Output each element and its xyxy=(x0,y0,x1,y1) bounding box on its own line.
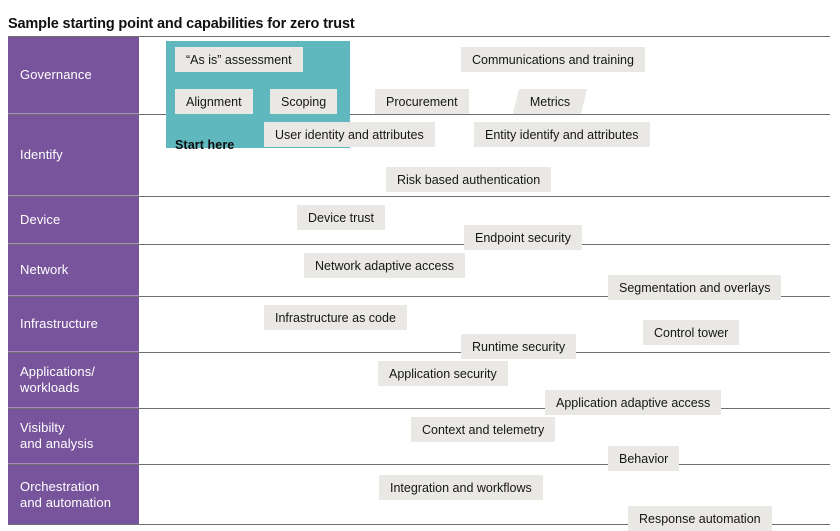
row-label-infrastructure: Infrastructure xyxy=(8,297,139,352)
capability-chip[interactable]: Integration and workflows xyxy=(379,475,543,500)
capability-chip-label: Risk based authentication xyxy=(397,172,541,187)
capability-chip[interactable]: Risk based authentication xyxy=(386,167,552,192)
capability-chip-label: Alignment xyxy=(186,94,242,109)
capability-chip[interactable]: Response automation xyxy=(628,506,772,531)
row-capabilities-track: User identity and attributes Entity ident… xyxy=(139,115,830,196)
capability-chip[interactable]: Endpoint security xyxy=(464,225,582,250)
capability-chip-label: Metrics xyxy=(530,94,571,109)
capability-chip[interactable]: “As is” assessment xyxy=(175,47,303,72)
capability-chip-label: Endpoint security xyxy=(475,230,571,245)
capability-chip[interactable]: User identity and attributes xyxy=(264,122,435,147)
row-label-orchestration-and-automation: Orchestration and automation xyxy=(8,465,139,524)
capability-chip[interactable]: Network adaptive access xyxy=(304,253,465,278)
capability-chip[interactable]: Application security xyxy=(378,361,508,386)
capability-chip-label: User identity and attributes xyxy=(275,127,424,142)
matrix-row: Identify User identity and attributes Enti… xyxy=(8,115,830,197)
capability-chip-label: Context and telemetry xyxy=(422,422,545,437)
capability-chip-label: Application adaptive access xyxy=(556,395,711,410)
capability-chip[interactable]: Application adaptive access xyxy=(545,390,722,415)
capability-chip[interactable]: Runtime security xyxy=(461,334,577,359)
capability-chip[interactable]: Behavior xyxy=(608,446,680,471)
capability-chip[interactable]: Entity identify and attributes xyxy=(474,122,650,147)
capability-chip[interactable]: Device trust xyxy=(297,205,385,230)
row-label-governance: Governance xyxy=(8,37,139,114)
capability-chip[interactable]: Context and telemetry xyxy=(411,417,556,442)
start-here-label: Start here xyxy=(175,138,235,152)
capability-chip-label: Integration and workflows xyxy=(390,480,532,495)
capability-chip[interactable]: Procurement xyxy=(375,89,469,114)
capability-chip[interactable]: Alignment xyxy=(175,89,253,114)
capability-chip-label: Entity identify and attributes xyxy=(485,127,639,142)
capability-chip-label: Procurement xyxy=(386,94,458,109)
capability-chip-label: Behavior xyxy=(619,451,669,466)
row-label-applications-workloads: Applications/ workloads xyxy=(8,353,139,408)
row-label-device: Device xyxy=(8,197,139,244)
capability-chip-label: “As is” assessment xyxy=(186,52,292,67)
capability-chip[interactable]: Control tower xyxy=(643,320,740,345)
capability-chip-label: Scoping xyxy=(281,94,327,109)
capability-chip[interactable]: Segmentation and overlays xyxy=(608,275,782,300)
capability-chip-label: Response automation xyxy=(639,511,761,526)
capability-chip-label: Infrastructure as code xyxy=(275,310,396,325)
row-label-network: Network xyxy=(8,245,139,296)
capability-chip-label: Control tower xyxy=(654,325,729,340)
row-label-visibilty-and-analysis: Visibilty and analysis xyxy=(8,409,139,464)
capability-chip[interactable]: Metrics xyxy=(512,89,588,114)
capability-chip-label: Runtime security xyxy=(472,339,566,354)
capability-chip[interactable]: Communications and training xyxy=(461,47,645,72)
capability-chip-label: Device trust xyxy=(308,210,374,225)
capability-chip-label: Segmentation and overlays xyxy=(619,280,771,295)
capability-chip-label: Communications and training xyxy=(472,52,634,67)
row-label-identify: Identify xyxy=(8,115,139,196)
capability-chip-label: Network adaptive access xyxy=(315,258,454,273)
capability-chip[interactable]: Scoping xyxy=(270,89,338,114)
page-title: Sample starting point and capabilities f… xyxy=(8,15,355,32)
capability-chip[interactable]: Infrastructure as code xyxy=(264,305,407,330)
capability-chip-label: Application security xyxy=(389,366,497,381)
